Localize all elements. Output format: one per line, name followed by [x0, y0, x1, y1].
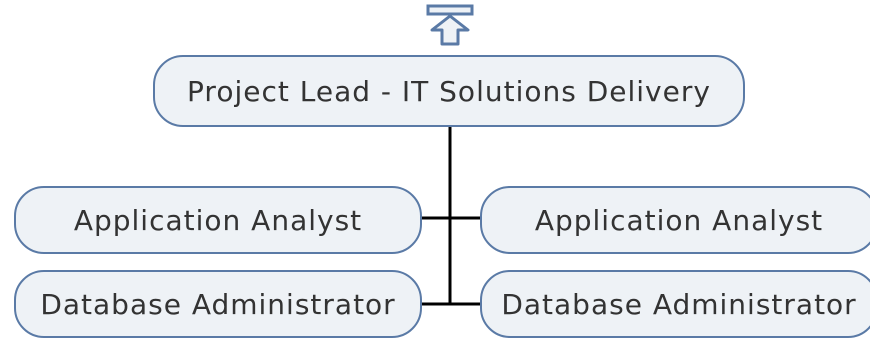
node-label: Database Administrator [501, 287, 857, 321]
node-label: Application Analyst [534, 203, 824, 237]
node-label: Project Lead - IT Solutions Delivery [187, 74, 711, 108]
node-database-administrator-left[interactable]: Database Administrator [14, 270, 422, 338]
node-application-analyst-left[interactable]: Application Analyst [14, 186, 422, 254]
node-project-lead[interactable]: Project Lead - IT Solutions Delivery [153, 55, 745, 127]
node-label: Application Analyst [73, 203, 363, 237]
node-database-administrator-right[interactable]: Database Administrator [480, 270, 870, 338]
node-application-analyst-right[interactable]: Application Analyst [480, 186, 870, 254]
up-arrow-icon[interactable] [426, 4, 474, 46]
node-label: Database Administrator [40, 287, 396, 321]
